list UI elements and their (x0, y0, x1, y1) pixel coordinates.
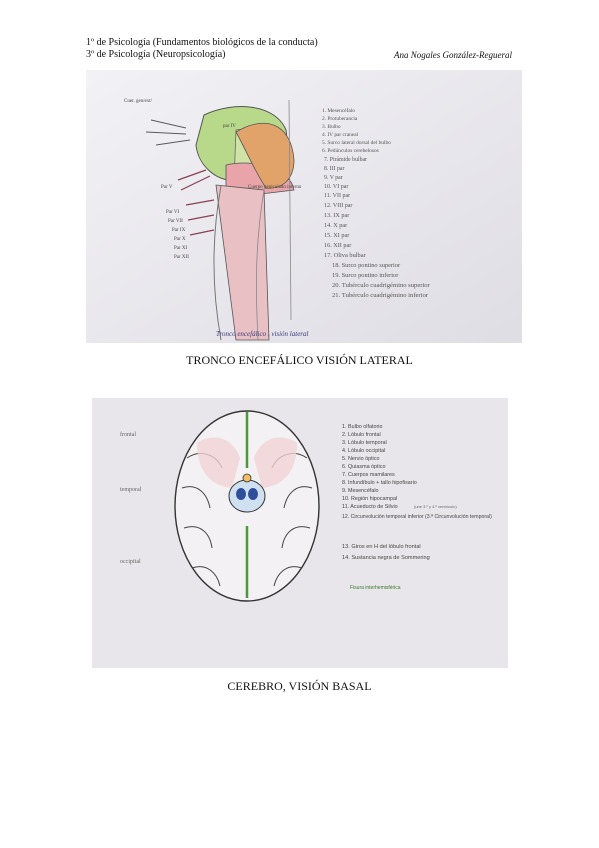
label-par-x: Par X (174, 237, 186, 242)
label-par-xii: Par XII (174, 255, 189, 260)
legend-item: 1. Bulbo olfatorio (342, 424, 382, 430)
legend-item: 8. III par (324, 166, 345, 172)
legend-item: 20. Tubérculo cuadrigémino superior (332, 282, 431, 289)
legend-item: 5. Nervio óptico (342, 456, 379, 462)
brain-basal-photo: frontal temporal occipital 1. Bulbo olfa… (92, 398, 508, 668)
label-cuerpo-geniculado-interno: Cuerpo geniculado interno (248, 185, 302, 190)
header-course-2: 3º de Psicología (Neuropsicología) (86, 49, 226, 60)
header-author: Ana Nogales González-Regueral (394, 50, 512, 60)
aqueduct-note: (une 3.º y 4.º ventrículo) (414, 504, 457, 509)
figure2-caption: CEREBRO, VISIÓN BASAL (227, 679, 372, 693)
legend-item: 18. Surco pontino superior (332, 262, 401, 269)
brain-legend: 1. Bulbo olfatorio 2. Lóbulo frontal 3. … (342, 424, 492, 591)
legend-item: 3. Bulbo (322, 124, 341, 130)
legend-item: 11. Acueducto de Silvio (342, 504, 398, 510)
brainstem-drawing: Cuer. gen/ext/ par IV Par V Par VI Par V… (86, 70, 522, 343)
label-par-ix: Par IX (172, 228, 186, 233)
legend-item: 15. XI par (324, 232, 349, 239)
brain-basal-drawing: frontal temporal occipital 1. Bulbo olfa… (92, 398, 508, 668)
legend-item: 10. VI par (324, 184, 348, 190)
label-par-vii: Par VII (168, 219, 183, 224)
legend-item: 4. IV par craneal (322, 132, 359, 138)
side-label-occipital: occipital (120, 559, 141, 565)
legend-item: 5. Surco lateral dorsal del bulbo (322, 140, 391, 146)
brainstem-legend: 1. Mesencéfalo 2. Protuberancia 3. Bulbo… (322, 107, 431, 299)
header-course-1: 1º de Psicología (Fundamentos biológicos… (86, 37, 318, 48)
legend-item: 16. XII par (324, 242, 351, 249)
legend-item: 14. Sustancia negra de Sommering (342, 555, 430, 561)
legend-item: Fisura interhemisférica (350, 585, 401, 591)
legend-item: 10. Región hipocampal (342, 496, 397, 502)
legend-item: 3. Lóbulo temporal (342, 440, 387, 446)
legend-item: 7. Cuerpos mamilares (342, 472, 395, 478)
legend-item: 4. Lóbulo occipital (342, 448, 385, 454)
page-header: 1º de Psicología (Fundamentos biológicos… (86, 37, 512, 61)
legend-item: 19. Surco pontino inferior (332, 272, 399, 279)
legend-item: 13. Giros en H del lóbulo frontal (342, 544, 421, 550)
legend-item: 12. Circunvolución temporal inferior (3.… (342, 514, 492, 520)
side-label-temporal: temporal (120, 487, 142, 493)
legend-item: 2. Protuberancia (322, 116, 358, 122)
label-par-v: Par V (161, 185, 173, 190)
legend-item: 8. Infundíbulo + tallo hipofisario (342, 480, 417, 486)
legend-item: 2. Lóbulo frontal (342, 432, 381, 438)
legend-item: 6. Quiasma óptico (342, 464, 385, 470)
label-par-iv: par IV (223, 124, 236, 129)
legend-item: 13. IX par (324, 212, 349, 219)
legend-item: 14. X par (324, 222, 347, 229)
legend-item: 6. Pedúnculos cerebelosos (322, 148, 379, 154)
legend-item: 1. Mesencéfalo (322, 107, 355, 114)
label-par-xi: Par XI (174, 246, 188, 251)
legend-item: 9. Mesencéfalo (342, 488, 379, 494)
legend-item: 7. Pirámide bulbar (324, 157, 367, 163)
legend-item: 12. VIII par (324, 203, 352, 209)
figure1-caption: TRONCO ENCEFÁLICO VISIÓN LATERAL (186, 353, 413, 367)
handwritten-title: Tronco encefálico , visión lateral (216, 330, 309, 338)
legend-item: 21. Tubérculo cuadrigémino inferior (332, 292, 429, 299)
legend-item: 9. V par (324, 175, 343, 181)
brainstem-photo: Cuer. gen/ext/ par IV Par V Par VI Par V… (86, 70, 522, 343)
legend-item: 11. VII par (324, 193, 350, 199)
label-par-vi: Par VI (166, 210, 179, 215)
label-cuerpo-geniculado-externo: Cuer. gen/ext/ (124, 99, 153, 104)
legend-item: 17. Oliva bulbar (324, 252, 367, 259)
side-label-frontal: frontal (120, 431, 136, 438)
